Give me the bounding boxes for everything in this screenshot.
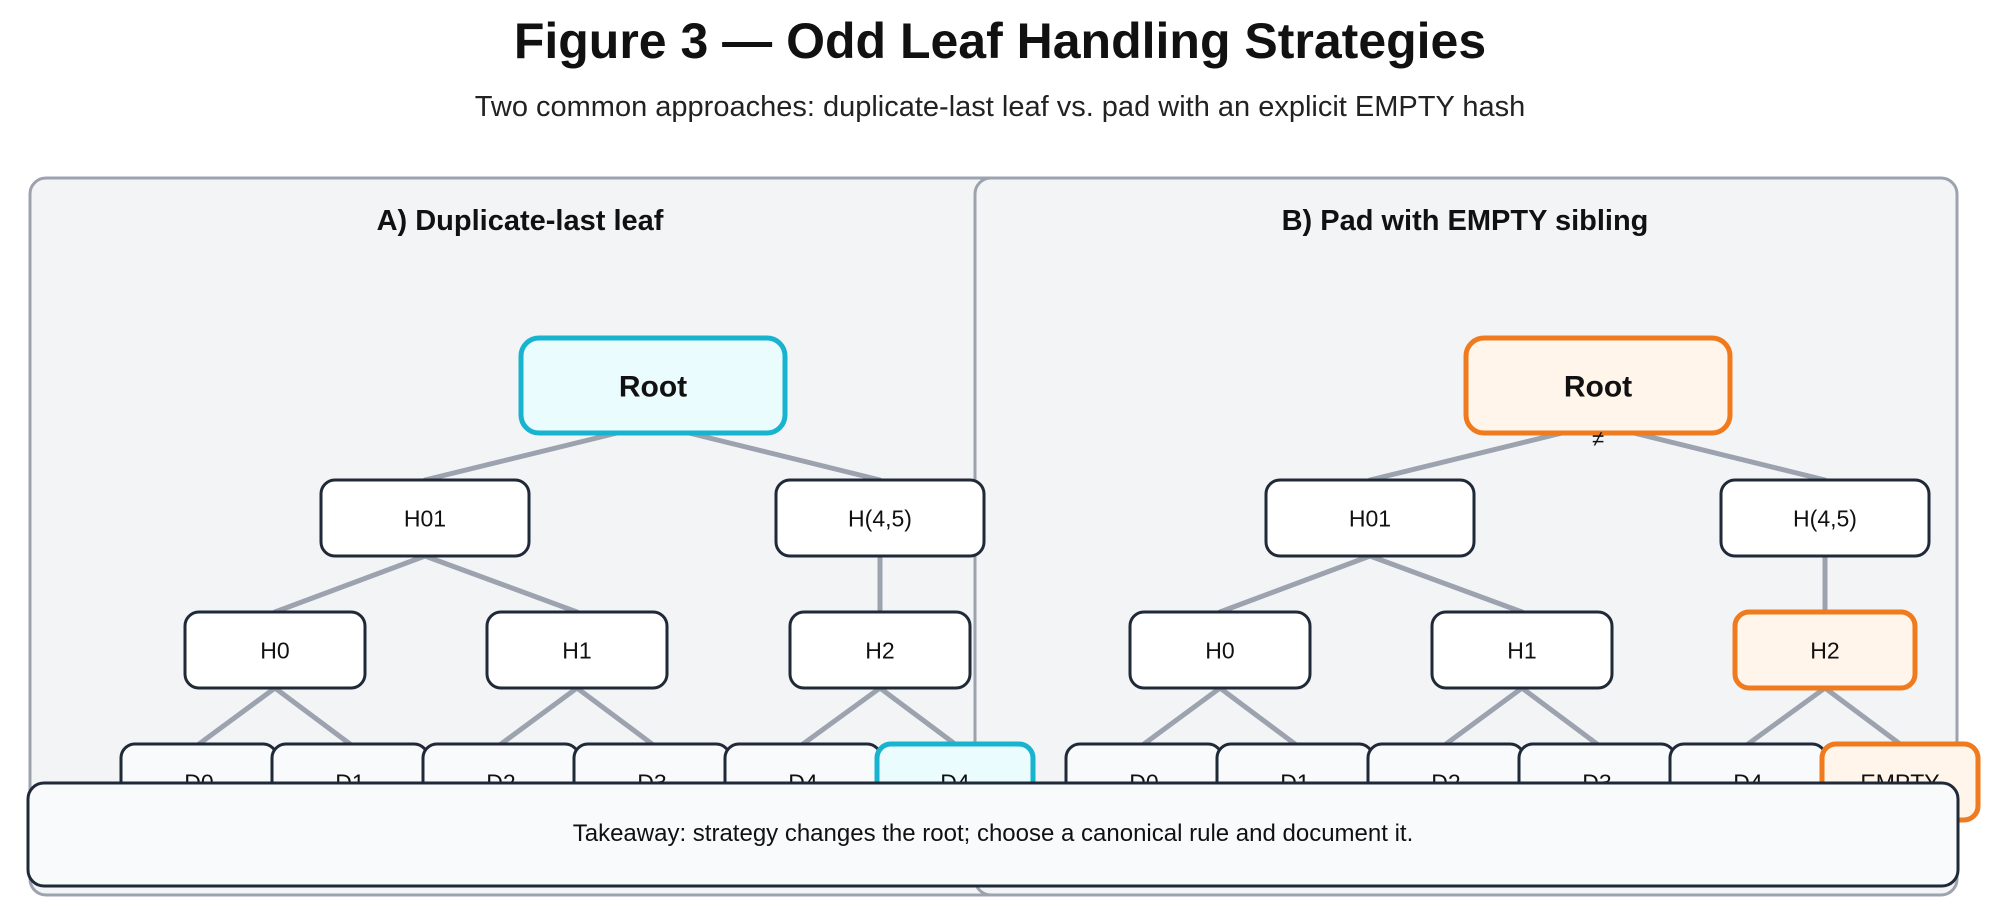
edge-h0-leaf-1 <box>1217 685 1298 747</box>
panel-b-level1-node-0-box <box>1264 478 1476 558</box>
panel-a-root-node-box <box>518 335 788 436</box>
panel-b-title: B) Pad with EMPTY sibling <box>1282 205 1649 237</box>
edge-h0-leaf-1 <box>272 685 353 747</box>
edge-h2-leaf-5 <box>1822 685 1903 747</box>
panel-b-root-not-equal-marker: ≠ <box>1592 426 1604 451</box>
panel-b-level1-node-1-label: H(4,5) <box>1793 505 1857 531</box>
edge-h1-leaf-2 <box>1443 685 1525 747</box>
edge-h0-leaf-0 <box>1141 685 1223 747</box>
panel-a-level1-node-0-box <box>319 478 531 558</box>
panel-b-level1-node-0-label: H01 <box>1349 505 1391 531</box>
edge-h01-h0 <box>272 553 428 615</box>
takeaway-text: Takeaway: strategy changes the root; cho… <box>573 820 1414 847</box>
panel-b-level2-node-1-label: H1 <box>1507 637 1536 663</box>
edge-h01-h1 <box>422 553 580 615</box>
figure-subtitle: Two common approaches: duplicate-last le… <box>475 91 1525 123</box>
edge-h1-leaf-3 <box>1519 685 1600 747</box>
panel-a-level2-node-2-box <box>788 610 972 690</box>
panel-b-root-node-box <box>1463 335 1733 436</box>
edge-root-h01 <box>1367 430 1565 483</box>
takeaway-box: Takeaway: strategy changes the root; cho… <box>26 781 1960 888</box>
edge-h0-leaf-0 <box>196 685 278 747</box>
panel-b-level2-node-1-box <box>1430 610 1614 690</box>
panel-a-level2-node-2-label: H2 <box>865 637 894 663</box>
panel-b-level2-node-2-box <box>1732 609 1918 691</box>
panel-b-level2-node-2-label: H2 <box>1810 637 1839 663</box>
edge-root-h45 <box>686 430 883 483</box>
edge-h1-leaf-3 <box>574 685 655 747</box>
figure-title: Figure 3 — Odd Leaf Handling Strategies <box>514 13 1486 69</box>
panel-b-root-node-label: Root <box>1564 370 1632 403</box>
edge-h2-leaf-4 <box>800 685 883 747</box>
panel-a-title: A) Duplicate-last leaf <box>377 205 664 237</box>
edge-root-h01 <box>422 430 620 483</box>
edge-h1-leaf-2 <box>498 685 580 747</box>
panel-a-level1-node-0-label: H01 <box>404 505 446 531</box>
panel-a-level2-node-1-box <box>485 610 669 690</box>
edge-h01-h0 <box>1217 553 1373 615</box>
panel-b-level2-node-0-label: H0 <box>1205 637 1234 663</box>
panel-b-level1-node-1-box <box>1719 478 1931 558</box>
panel-a-level1-node-1-label: H(4,5) <box>848 505 912 531</box>
edge-h2-leaf-5 <box>877 685 958 747</box>
panel-a-root-node-label: Root <box>619 370 687 403</box>
edge-root-h45 <box>1631 430 1828 483</box>
panel-a-level2-node-1-label: H1 <box>562 637 591 663</box>
panel-b-level2-node-0-box <box>1128 610 1312 690</box>
panel-a-level2-node-0-box <box>183 610 367 690</box>
takeaway-rect <box>26 781 1960 888</box>
panel-a-level1-node-1-box <box>774 478 986 558</box>
edge-h01-h1 <box>1367 553 1525 615</box>
edge-h2-leaf-4 <box>1745 685 1828 747</box>
panel-a-level2-node-0-label: H0 <box>260 637 289 663</box>
